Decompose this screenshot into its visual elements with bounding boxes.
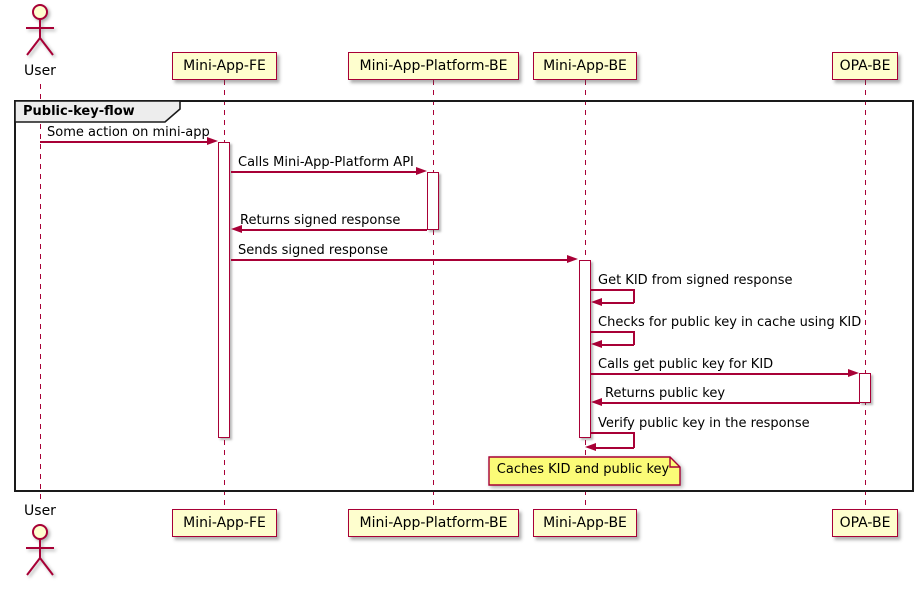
actor-user-icon: [26, 4, 54, 56]
participant-label: Mini-App-BE: [543, 515, 627, 531]
self-message-line: [596, 447, 634, 449]
self-message-line: [591, 289, 634, 291]
message-line: [231, 171, 417, 173]
actor-user-icon: [26, 524, 54, 576]
message-line: [231, 259, 568, 261]
message-line: [40, 141, 209, 143]
message-label: Checks for public key in cache using KID: [598, 315, 862, 330]
lifeline-user: [40, 84, 41, 503]
participant-label: OPA-BE: [839, 515, 891, 531]
activation-opa-be: [859, 373, 871, 403]
self-message-line: [633, 432, 635, 448]
arrowhead-right-icon: [207, 137, 218, 145]
message-line: [591, 373, 849, 375]
participant-label: Mini-App-Platform-BE: [359, 58, 508, 74]
actor-user-label-top: User: [24, 63, 56, 79]
activation-mini-app-be: [579, 260, 591, 438]
actor-user-label-bottom: User: [24, 503, 56, 519]
participant-mini-app-be-bottom: Mini-App-BE: [533, 509, 637, 537]
participant-mini-app-fe-bottom: Mini-App-FE: [172, 509, 277, 537]
self-message-line: [602, 302, 634, 304]
participant-label: Mini-App-Platform-BE: [359, 515, 508, 531]
message-label: Calls get public key for KID: [598, 357, 774, 372]
message-label: Returns signed response: [240, 213, 401, 228]
frame-title-tab: [14, 100, 181, 123]
message-label: Verify public key in the response: [598, 416, 810, 431]
message-label: Sends signed response: [238, 243, 388, 258]
participant-opa-be-top: OPA-BE: [832, 52, 898, 80]
message-label: Some action on mini-app: [47, 125, 210, 140]
arrowhead-left-icon: [591, 398, 602, 406]
self-message-line: [633, 289, 635, 303]
frame-public-key-flow: [14, 100, 914, 492]
participant-label: Mini-App-FE: [183, 58, 266, 74]
self-message-line: [591, 331, 634, 333]
activation-mini-app-fe: [218, 142, 230, 438]
frame-title: Public-key-flow: [23, 104, 135, 119]
message-label: Get KID from signed response: [598, 273, 793, 288]
participant-mini-app-be-top: Mini-App-BE: [533, 52, 637, 80]
participant-mini-app-platform-be-bottom: Mini-App-Platform-BE: [348, 509, 519, 537]
arrowhead-left-icon: [585, 443, 596, 451]
participant-mini-app-fe-top: Mini-App-FE: [172, 52, 277, 80]
participant-label: Mini-App-BE: [543, 58, 627, 74]
participant-label: OPA-BE: [839, 58, 891, 74]
lifeline-mini-app-platform-be: [433, 80, 434, 509]
message-line: [602, 402, 860, 404]
arrowhead-right-icon: [416, 167, 427, 175]
arrowhead-left-icon: [591, 298, 602, 306]
participant-label: Mini-App-FE: [183, 515, 266, 531]
message-label: Calls Mini-App-Platform API: [238, 155, 414, 170]
self-message-line: [591, 432, 634, 434]
participant-mini-app-platform-be-top: Mini-App-Platform-BE: [348, 52, 519, 80]
arrowhead-left-icon: [591, 340, 602, 348]
arrowhead-right-icon: [567, 255, 578, 263]
lifeline-opa-be: [865, 80, 866, 509]
note-shape: [488, 456, 681, 486]
message-line: [242, 229, 427, 231]
self-message-line: [602, 344, 634, 346]
note-text: Caches KID and public key: [496, 462, 670, 477]
arrowhead-right-icon: [848, 369, 859, 377]
participant-opa-be-bottom: OPA-BE: [832, 509, 898, 537]
self-message-line: [633, 331, 635, 345]
activation-mini-app-platform-be: [427, 172, 439, 230]
message-label: Returns public key: [605, 386, 726, 401]
arrowhead-left-icon: [231, 225, 242, 233]
